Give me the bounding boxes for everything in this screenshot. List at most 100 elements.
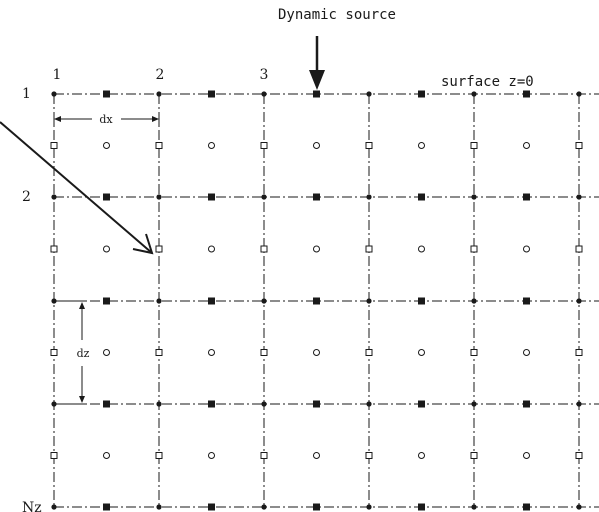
z-staggered-node-open-square [50, 142, 58, 149]
x-staggered-node-filled-square [418, 400, 425, 408]
cell-center-node-open-circle [313, 349, 320, 356]
grid-node-filled-circle [576, 91, 582, 97]
z-staggered-node-open-square [575, 142, 583, 149]
pointer-arrow-shaft [0, 121, 153, 254]
z-staggered-node-open-square [50, 245, 58, 253]
x-staggered-node-filled-square [103, 297, 110, 305]
column-label-3: 3 [260, 67, 269, 83]
cell-center-node-open-circle [103, 452, 110, 459]
cell-center-node-open-circle [313, 142, 320, 149]
row-label-nz: Nz [22, 500, 42, 512]
cell-center-node-open-circle [523, 349, 530, 356]
cell-center-node-open-circle [523, 452, 530, 459]
cell-center-node-open-circle [208, 452, 215, 459]
cell-center-node-open-circle [208, 349, 215, 356]
x-staggered-node-filled-square [523, 90, 530, 98]
z-staggered-node-open-square [50, 349, 58, 356]
cell-center-node-open-circle [418, 452, 425, 459]
z-staggered-node-open-square [365, 245, 373, 253]
row-label-1: 1 [22, 86, 31, 102]
z-staggered-node-open-square [365, 349, 373, 356]
grid-node-filled-circle [156, 91, 162, 97]
cell-center-node-open-circle [523, 245, 530, 253]
grid-node-filled-circle [576, 504, 582, 510]
z-staggered-node-open-square [155, 452, 163, 459]
z-staggered-node-open-square [470, 452, 478, 459]
cell-center-node-open-circle [313, 452, 320, 459]
z-staggered-node-open-square [470, 349, 478, 356]
cell-center-node-open-circle [418, 349, 425, 356]
cell-center-node-open-circle [523, 142, 530, 149]
grid-node-filled-circle [51, 91, 57, 97]
x-staggered-node-filled-square [313, 193, 320, 201]
x-staggered-node-filled-square [313, 503, 320, 511]
x-staggered-node-filled-square [208, 400, 215, 408]
x-staggered-node-filled-square [208, 193, 215, 201]
grid-node-filled-circle [576, 298, 582, 304]
dx-label: dx [99, 113, 113, 126]
grid-node-filled-circle [261, 401, 267, 407]
grid-node-filled-circle [261, 91, 267, 97]
dynamic-source-label: Dynamic source [278, 7, 396, 23]
x-staggered-node-filled-square [418, 90, 425, 98]
surface-label: surface z=0 [441, 74, 534, 90]
cell-center-node-open-circle [313, 245, 320, 253]
z-staggered-node-open-square [365, 452, 373, 459]
grid-node-filled-circle [471, 91, 477, 97]
cell-center-node-open-circle [418, 245, 425, 253]
grid-node-filled-circle [471, 194, 477, 200]
x-staggered-node-filled-square [313, 400, 320, 408]
x-staggered-node-filled-square [313, 90, 320, 98]
grid-nodes [50, 90, 583, 511]
grid-node-filled-circle [576, 194, 582, 200]
x-staggered-node-filled-square [418, 503, 425, 511]
surface-label-backdrop [440, 72, 544, 88]
x-staggered-node-filled-square [103, 400, 110, 408]
grid-lines [53, 93, 599, 508]
grid-node-filled-circle [366, 504, 372, 510]
z-staggered-node-open-square [260, 142, 268, 149]
x-staggered-node-filled-square [523, 503, 530, 511]
grid-node-filled-circle [366, 298, 372, 304]
dynamic-source-arrow-head [309, 70, 325, 90]
x-staggered-node-filled-square [103, 193, 110, 201]
z-staggered-node-open-square [260, 245, 268, 253]
grid-node-filled-circle [576, 401, 582, 407]
cell-center-node-open-circle [208, 142, 215, 149]
row-label-2: 2 [22, 189, 31, 205]
x-staggered-node-filled-square [208, 90, 215, 98]
grid-node-filled-circle [471, 504, 477, 510]
grid-node-filled-circle [51, 504, 57, 510]
x-staggered-node-filled-square [418, 297, 425, 305]
grid-node-filled-circle [366, 91, 372, 97]
z-staggered-node-open-square [470, 245, 478, 253]
grid-node-filled-circle [156, 401, 162, 407]
x-staggered-node-filled-square [523, 193, 530, 201]
x-staggered-node-filled-square [103, 90, 110, 98]
z-staggered-node-open-square [260, 452, 268, 459]
grid-node-filled-circle [51, 194, 57, 200]
pointer-arrow-head [132, 233, 154, 255]
grid-node-filled-circle [156, 298, 162, 304]
z-staggered-node-open-square [575, 349, 583, 356]
z-staggered-node-open-square [365, 142, 373, 149]
x-staggered-node-filled-square [418, 193, 425, 201]
z-staggered-node-open-square [260, 349, 268, 356]
grid-node-filled-circle [366, 401, 372, 407]
z-staggered-node-open-square [575, 245, 583, 253]
z-staggered-node-open-square [50, 452, 58, 459]
cell-center-node-open-circle [418, 142, 425, 149]
z-staggered-node-open-square [470, 142, 478, 149]
z-staggered-node-open-square [155, 142, 163, 149]
x-staggered-node-filled-square [313, 297, 320, 305]
column-label-2: 2 [156, 67, 165, 83]
grid-node-filled-circle [261, 504, 267, 510]
x-staggered-node-filled-square [523, 400, 530, 408]
dz-label: dz [77, 347, 90, 360]
x-staggered-node-filled-square [208, 503, 215, 511]
z-staggered-node-open-square [155, 349, 163, 356]
cell-center-node-open-circle [103, 142, 110, 149]
grid-node-filled-circle [156, 194, 162, 200]
x-staggered-node-filled-square [103, 503, 110, 511]
